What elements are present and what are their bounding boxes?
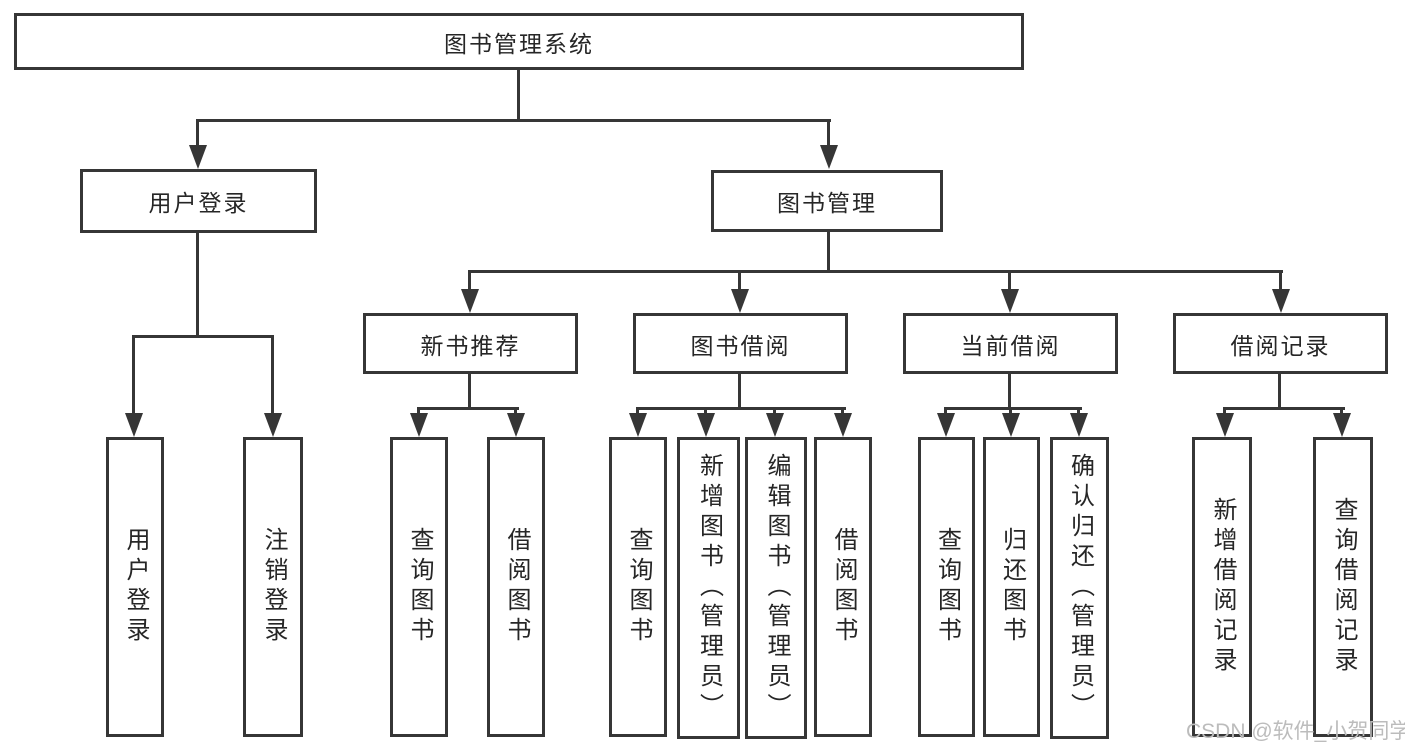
connector-vline xyxy=(827,119,830,147)
leaf-bb-edit-books: 编辑图书（管理员） xyxy=(745,437,807,739)
connector-vline xyxy=(704,407,707,417)
leaf-cb-return-books-label: 归还图书 xyxy=(998,527,1026,647)
leaf-cb-confirm-return: 确认归还（管理员） xyxy=(1050,437,1109,739)
arrow-down-icon xyxy=(834,413,852,437)
connector-hline xyxy=(468,270,1283,273)
node-book-borrow: 图书借阅 xyxy=(633,313,848,374)
leaf-bb-query-books: 查询图书 xyxy=(609,437,667,737)
node-new-book-recommend-label: 新书推荐 xyxy=(420,332,521,359)
leaf-bb-borrow-books-label: 借阅图书 xyxy=(830,527,857,647)
connector-vline xyxy=(468,270,471,291)
connector-vline xyxy=(1008,270,1011,291)
leaf-nb-query-books: 查询图书 xyxy=(390,437,448,737)
connector-vline xyxy=(827,232,830,272)
leaf-user-login-label: 用户登录 xyxy=(122,527,149,647)
arrow-down-icon xyxy=(937,413,955,437)
connector-vline xyxy=(1279,270,1282,291)
arrow-down-icon xyxy=(189,145,207,169)
connector-hline xyxy=(944,407,1082,410)
connector-vline xyxy=(1009,407,1012,417)
leaf-user-login: 用户登录 xyxy=(106,437,164,737)
arrow-down-icon xyxy=(410,413,428,437)
connector-vline xyxy=(636,407,639,417)
leaf-cb-query-books-label: 查询图书 xyxy=(933,527,961,647)
leaf-bb-add-books: 新增图书（管理员） xyxy=(677,437,740,739)
node-root-label: 图书管理系统 xyxy=(444,30,594,57)
leaf-cb-return-books: 归还图书 xyxy=(983,437,1040,737)
connector-vline xyxy=(517,70,520,120)
connector-vline xyxy=(132,335,135,417)
connector-hline xyxy=(636,407,846,410)
connector-vline xyxy=(196,119,199,147)
node-user-login: 用户登录 xyxy=(80,169,317,233)
connector-vline xyxy=(1077,407,1080,417)
connector-vline xyxy=(514,407,517,417)
connector-vline xyxy=(1340,407,1343,417)
node-new-book-recommend: 新书推荐 xyxy=(363,313,578,374)
leaf-br-add-record: 新增借阅记录 xyxy=(1192,437,1252,737)
connector-vline xyxy=(271,335,274,417)
arrow-down-icon xyxy=(461,289,479,313)
connector-vline xyxy=(468,374,471,410)
arrow-down-icon xyxy=(697,413,715,437)
arrow-down-icon xyxy=(1216,413,1234,437)
connector-vline xyxy=(417,407,420,417)
leaf-cb-confirm-return-label: 确认归还（管理员） xyxy=(1066,453,1094,723)
leaf-nb-borrow-books-label: 借阅图书 xyxy=(503,527,530,647)
leaf-nb-query-books-label: 查询图书 xyxy=(406,527,433,647)
node-borrow-records: 借阅记录 xyxy=(1173,313,1388,374)
arrow-down-icon xyxy=(1333,413,1351,437)
connector-vline xyxy=(1223,407,1226,417)
node-root: 图书管理系统 xyxy=(14,13,1024,70)
connector-vline xyxy=(196,233,199,337)
leaf-br-add-record-label: 新增借阅记录 xyxy=(1209,497,1236,677)
leaf-bb-borrow-books: 借阅图书 xyxy=(814,437,872,737)
connector-hline xyxy=(132,335,274,338)
arrow-down-icon xyxy=(820,145,838,169)
connector-vline xyxy=(841,407,844,417)
connector-hline xyxy=(1223,407,1345,410)
connector-hline xyxy=(197,119,831,122)
csdn-watermark: CSDN @软件_小贺同学 xyxy=(1186,720,1405,743)
node-borrow-records-label: 借阅记录 xyxy=(1230,332,1331,359)
arrow-down-icon xyxy=(629,413,647,437)
leaf-cb-query-books: 查询图书 xyxy=(918,437,975,737)
arrow-down-icon xyxy=(1070,413,1088,437)
leaf-nb-borrow-books: 借阅图书 xyxy=(487,437,545,737)
arrow-down-icon xyxy=(125,413,143,437)
leaf-logout-label: 注销登录 xyxy=(260,527,287,647)
connector-vline xyxy=(738,270,741,291)
arrow-down-icon xyxy=(766,413,784,437)
leaf-bb-query-books-label: 查询图书 xyxy=(625,527,652,647)
node-current-borrow: 当前借阅 xyxy=(903,313,1118,374)
arrow-down-icon xyxy=(1002,413,1020,437)
arrow-down-icon xyxy=(507,413,525,437)
arrow-down-icon xyxy=(731,289,749,313)
leaf-logout: 注销登录 xyxy=(243,437,303,737)
connector-hline xyxy=(417,407,519,410)
connector-vline xyxy=(738,374,741,410)
arrow-down-icon xyxy=(1001,289,1019,313)
leaf-br-query-record: 查询借阅记录 xyxy=(1313,437,1373,737)
arrow-down-icon xyxy=(1272,289,1290,313)
node-user-login-label: 用户登录 xyxy=(148,190,249,216)
node-book-borrow-label: 图书借阅 xyxy=(690,332,791,359)
node-book-management: 图书管理 xyxy=(711,170,943,232)
leaf-bb-edit-books-label: 编辑图书（管理员） xyxy=(763,453,790,723)
connector-vline xyxy=(1278,374,1281,410)
leaf-br-query-record-label: 查询借阅记录 xyxy=(1330,497,1357,677)
connector-vline xyxy=(944,407,947,417)
connector-vline xyxy=(773,407,776,417)
node-current-borrow-label: 当前借阅 xyxy=(960,332,1061,359)
node-book-management-label: 图书管理 xyxy=(777,190,877,216)
arrow-down-icon xyxy=(264,413,282,437)
leaf-bb-add-books-label: 新增图书（管理员） xyxy=(695,453,723,723)
connector-vline xyxy=(1008,374,1011,410)
